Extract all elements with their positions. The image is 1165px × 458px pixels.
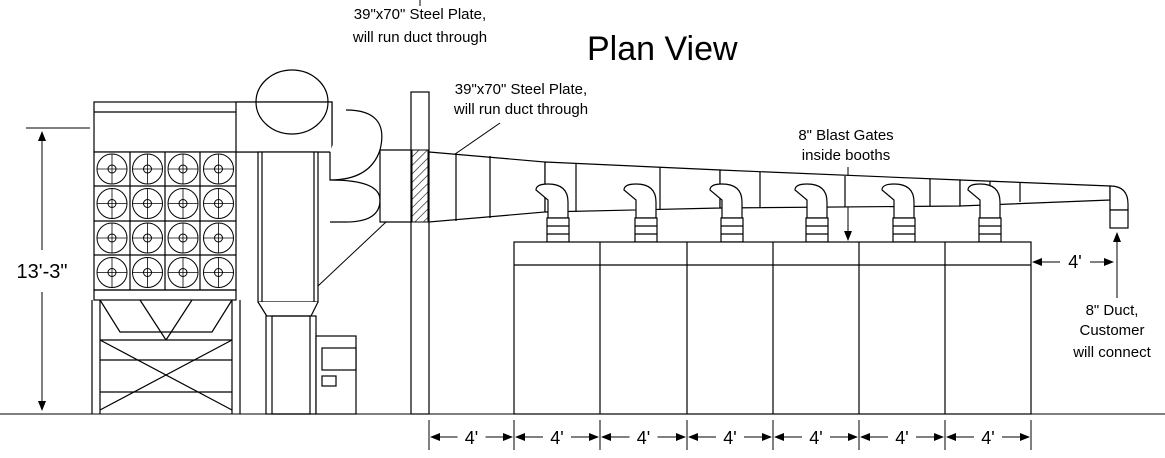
- collector-duct: [235, 69, 383, 319]
- note-line: 39"x70" Steel Plate,: [455, 81, 587, 98]
- drop-duct: [892, 217, 916, 243]
- duct-note: 8" Duct, Customer will connect: [1072, 232, 1152, 361]
- booth-drops: [535, 183, 1002, 243]
- drop-duct: [634, 217, 658, 243]
- bottom-dimension-chain: 4' 4' 4' 4' 4' 4' 4': [428, 420, 1032, 450]
- note-line: 8" Blast Gates: [798, 127, 893, 144]
- bottom-dimension-label: 4': [895, 428, 908, 448]
- fan-unit: [265, 315, 357, 415]
- top-plate-note: 39"x70" Steel Plate, will run duct throu…: [352, 0, 487, 46]
- bottom-dimension-label: 4': [550, 428, 563, 448]
- bottom-dimension-label: 4': [465, 428, 478, 448]
- duct-elbow: [623, 183, 657, 219]
- blast-gates-note: 8" Blast Gates inside booths: [798, 127, 894, 241]
- note-line: will run duct through: [352, 29, 487, 46]
- drop-duct: [546, 217, 570, 243]
- height-dimension: 13'-3": [17, 127, 90, 411]
- support-strut: [317, 221, 387, 287]
- paint-booths: [513, 241, 1032, 415]
- steel-plate-wall: [410, 91, 430, 415]
- end-gap-label: 4': [1068, 252, 1081, 272]
- drop-duct: [720, 217, 744, 243]
- note-line: Customer: [1079, 322, 1144, 339]
- bottom-dimension-label: 4': [981, 428, 994, 448]
- note-line: will connect: [1072, 344, 1151, 361]
- drop-duct: [978, 217, 1002, 243]
- drop-duct: [805, 217, 829, 243]
- duct-elbow: [709, 183, 743, 219]
- note-line: inside booths: [802, 147, 890, 164]
- plate-hatch: [411, 149, 429, 223]
- note-line: will run duct through: [453, 101, 588, 118]
- duct-elbow: [535, 183, 569, 219]
- bottom-dimension-label: 4': [637, 428, 650, 448]
- note-line: 8" Duct,: [1086, 302, 1139, 319]
- page-title: Plan View: [587, 30, 738, 68]
- duct-elbow: [881, 183, 915, 219]
- note-line: 39"x70" Steel Plate,: [354, 6, 486, 23]
- main-duct: [379, 149, 1129, 229]
- bottom-dimension-label: 4': [809, 428, 822, 448]
- duct-elbow: [794, 183, 828, 219]
- end-gap-dimension: 4': [1032, 252, 1114, 272]
- filter-cartridges: [96, 153, 234, 288]
- duct-elbow: [967, 183, 1001, 219]
- bottom-dimension-label: 4': [723, 428, 736, 448]
- height-label: 13'-3": [17, 261, 68, 283]
